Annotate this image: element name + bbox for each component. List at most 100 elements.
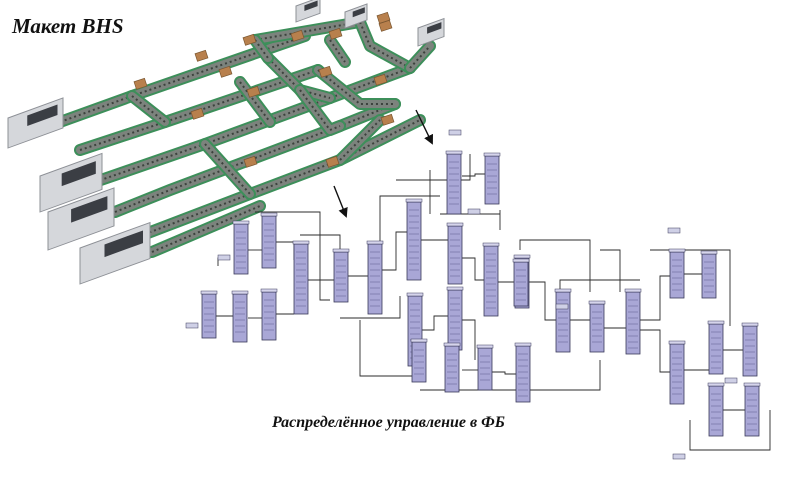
function-block-body [708,323,724,375]
baggage-item [242,33,257,46]
function-block-header [700,250,718,255]
fb-connection-wire [382,231,407,271]
function-block-body [406,201,422,281]
function-block [260,288,278,341]
function-block-header [332,248,350,253]
fb-connection-wire [650,249,731,326]
function-block-body [261,291,277,341]
function-block-header [624,288,642,293]
function-block [446,222,464,285]
function-block-body [625,291,641,355]
terminal-station [7,97,64,149]
function-block-header [707,320,725,325]
function-block-body [367,243,383,315]
conveyor-belt [406,42,434,72]
io-tag [672,453,686,460]
function-block-header [588,300,606,305]
function-block-header [446,286,464,291]
function-block-header [405,198,423,203]
io-tag [724,377,738,384]
fb-connection-wire [640,275,670,321]
function-block [741,322,759,377]
fb-connection-wire [421,315,448,331]
terminal-opening [27,104,58,126]
fb-connection-wire [529,281,556,321]
fb-connection-wire [462,173,485,177]
io-tag [217,254,231,261]
fb-connection-wire [559,279,640,290]
baggage-item [243,155,258,168]
function-block-body [701,253,717,299]
function-block [554,288,572,353]
function-block [292,240,310,315]
arrows [333,109,433,218]
fb-connection-wire [396,154,471,181]
function-block-body [669,343,685,405]
function-block-body [293,243,309,315]
terminal-station [417,17,445,47]
function-block [514,342,532,403]
fb-connection-wire [359,320,412,377]
figure-subtitle: Распределённое управление в ФБ [272,414,505,431]
terminal-opening [427,22,442,34]
function-block [700,250,718,299]
function-block-header [668,340,686,345]
function-block [707,320,725,375]
conveyor-belt [251,18,364,44]
function-block-body [477,347,493,391]
terminal-opening [71,196,108,223]
function-block [476,344,494,391]
function-block-body [447,225,463,285]
baggage-item [290,29,305,42]
function-block [743,382,761,437]
function-block-header [410,338,428,343]
function-block [446,286,464,351]
baggage-item [133,77,148,90]
baggage-item [373,73,388,86]
function-block-body [513,261,529,307]
terminal-opening [61,161,96,187]
terminal-opening [304,0,318,11]
function-block-header [366,240,384,245]
terminal-station [295,0,321,23]
fb-connection-wire [379,195,440,244]
function-block-header [445,150,463,155]
function-block [366,240,384,315]
baggage-item [328,27,343,40]
conveyor-rollers [131,95,166,123]
function-block-header [446,222,464,227]
function-block-header [554,288,572,293]
function-block-header [260,288,278,293]
function-block-body [555,291,571,353]
function-block-header [743,382,761,387]
function-block-body [669,251,685,299]
terminal-station [39,152,103,213]
fb-connection-wire [276,241,295,260]
baggage-item [325,155,340,168]
function-block [512,258,530,307]
function-block-body [589,303,605,353]
fb-connection-wire [640,329,670,373]
conveyor-rollers [299,89,341,132]
function-block [410,338,428,383]
function-block-header [483,152,501,157]
function-block-header [668,248,686,253]
io-tag [667,227,681,234]
fb-connection-wire [519,239,591,292]
conveyor-rollers [239,81,271,123]
baggage-item [378,19,393,32]
function-block-body [444,345,460,393]
fb-connection-wire [492,371,516,375]
fb-connection-wire [255,211,330,301]
terminal-opening [104,230,143,258]
function-block-body [447,289,463,351]
arrow-down-icon [415,109,433,145]
conveyor-belt [314,66,399,108]
function-block-header [512,258,530,263]
function-block-header [741,322,759,327]
conveyor-rollers [139,119,421,237]
terminal-opening [352,7,365,18]
conveyor-belt [326,36,349,66]
